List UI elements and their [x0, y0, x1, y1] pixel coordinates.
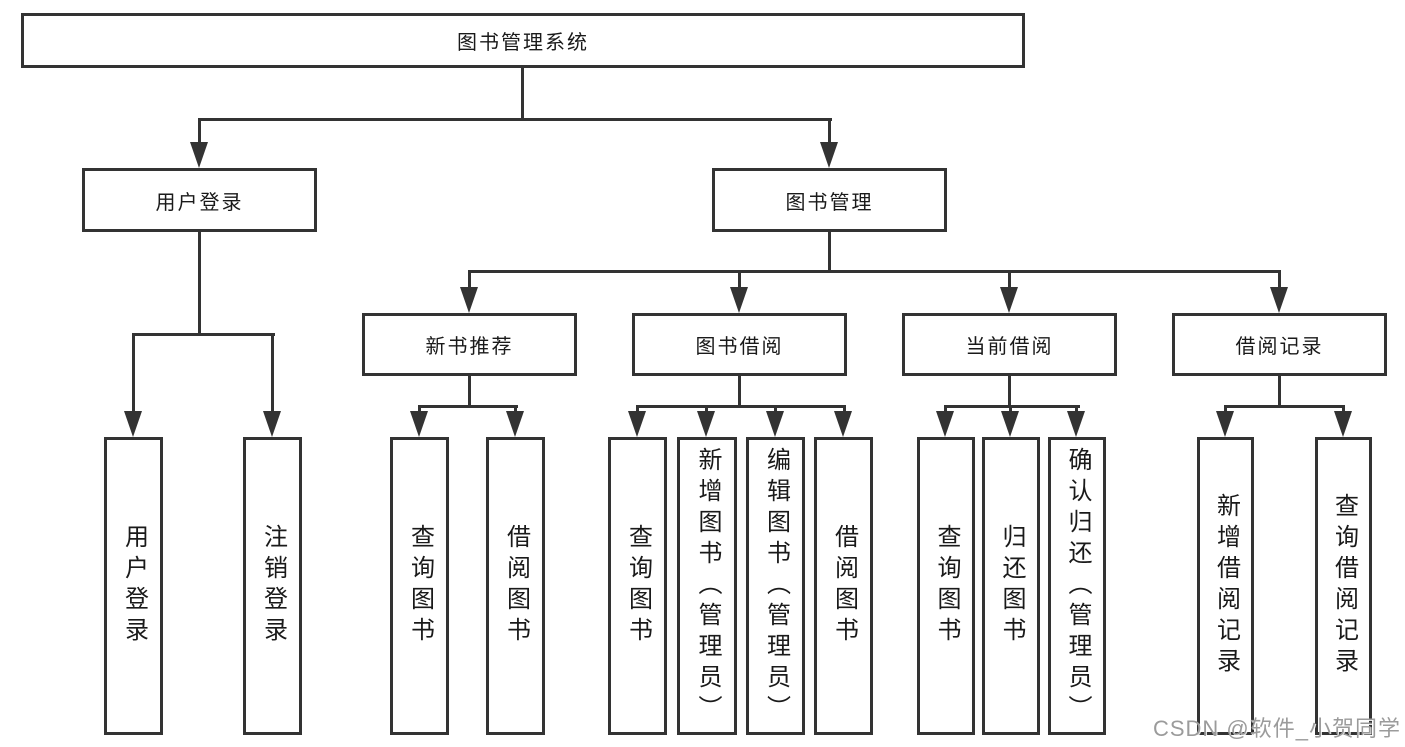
- edge-current-stem: [1008, 375, 1011, 408]
- leaf-user-login: 用户登录: [104, 437, 163, 735]
- leaf-label: 用户登录: [120, 524, 148, 648]
- edge-recommend-stem: [468, 375, 471, 408]
- leaf-query-borrow-record: 查询借阅记录: [1315, 437, 1372, 735]
- edge-drop-user-login: [198, 118, 201, 146]
- edge-drop-leaf: [1224, 405, 1227, 415]
- node-label: 图书管理系统: [457, 32, 589, 54]
- node-label: 借阅记录: [1235, 336, 1324, 358]
- leaf-label: 归还图书: [998, 524, 1025, 648]
- node-label: 当前借阅: [965, 336, 1054, 358]
- leaf-return-book: 归还图书: [982, 437, 1040, 735]
- arrowhead-icon: [1270, 287, 1288, 313]
- arrowhead-icon: [506, 411, 524, 437]
- leaf-label: 借阅图书: [830, 524, 858, 648]
- edge-root-rail: [198, 118, 832, 121]
- arrowhead-icon: [1000, 287, 1018, 313]
- leaf-label: 查询图书: [406, 524, 434, 648]
- arrowhead-icon: [460, 287, 478, 313]
- leaf-query-book-3: 查询图书: [917, 437, 975, 735]
- edge-login-rail: [132, 333, 275, 336]
- edge-drop-leaf: [271, 333, 274, 413]
- edge-mgmt-stem: [828, 231, 831, 273]
- edge-drop-l3: [1278, 270, 1281, 290]
- edge-drop-leaf: [636, 405, 639, 415]
- edge-drop-leaf: [514, 405, 517, 415]
- arrowhead-icon: [1001, 411, 1019, 437]
- edge-records-stem: [1278, 375, 1281, 408]
- arrowhead-icon: [697, 411, 715, 437]
- node-book-borrow: 图书借阅: [632, 313, 847, 376]
- leaf-label: 确认归还（管理员）: [1064, 446, 1091, 726]
- node-label: 图书管理: [785, 191, 874, 214]
- leaf-edit-book-admin: 编辑图书（管理员）: [746, 437, 805, 735]
- leaf-borrow-book-1: 借阅图书: [486, 437, 545, 735]
- leaf-query-book-2: 查询图书: [608, 437, 667, 735]
- arrowhead-icon: [1067, 411, 1085, 437]
- edge-borrow-stem: [738, 375, 741, 408]
- node-borrow-records: 借阅记录: [1172, 313, 1387, 376]
- leaf-label: 查询借阅记录: [1330, 493, 1358, 679]
- leaf-label: 查询图书: [933, 524, 960, 648]
- edge-mgmt-rail: [468, 270, 1281, 273]
- arrowhead-icon: [628, 411, 646, 437]
- arrowhead-icon: [1334, 411, 1352, 437]
- node-label: 图书借阅: [695, 336, 784, 358]
- leaf-label: 新增图书（管理员）: [694, 446, 721, 726]
- edge-borrow-rail: [636, 405, 846, 408]
- node-user-login: 用户登录: [82, 168, 317, 232]
- edge-drop-leaf: [843, 405, 846, 415]
- node-label: 新书推荐: [425, 336, 514, 358]
- leaf-label: 借阅图书: [502, 524, 530, 648]
- edge-drop-leaf: [132, 333, 135, 413]
- leaf-label: 编辑图书（管理员）: [762, 446, 790, 726]
- node-new-book-recommend: 新书推荐: [362, 313, 577, 376]
- leaf-label: 新增借阅记录: [1212, 493, 1240, 679]
- edge-drop-leaf: [705, 405, 708, 415]
- arrowhead-icon: [834, 411, 852, 437]
- edge-drop-l3: [1008, 270, 1011, 290]
- arrowhead-icon: [263, 411, 281, 437]
- edge-drop-leaf: [944, 405, 947, 415]
- leaf-label: 查询图书: [624, 524, 652, 648]
- node-root: 图书管理系统: [21, 13, 1025, 68]
- edge-drop-leaf: [418, 405, 421, 415]
- node-label: 用户登录: [155, 191, 244, 214]
- leaf-label: 注销登录: [259, 524, 287, 648]
- edge-drop-leaf: [1009, 405, 1012, 415]
- edge-root-stem: [521, 67, 524, 120]
- edge-login-stem: [198, 231, 201, 336]
- node-current-borrow: 当前借阅: [902, 313, 1117, 376]
- edge-current-rail: [944, 405, 1080, 408]
- edge-recommend-rail: [418, 405, 518, 408]
- arrowhead-icon: [730, 287, 748, 313]
- leaf-borrow-book-2: 借阅图书: [814, 437, 873, 735]
- edge-drop-book-management: [828, 118, 831, 146]
- edge-drop-l3: [738, 270, 741, 290]
- edge-drop-l3: [468, 270, 471, 290]
- node-book-management: 图书管理: [712, 168, 947, 232]
- arrowhead-icon: [936, 411, 954, 437]
- arrowhead-icon: [820, 142, 838, 168]
- edge-drop-leaf: [1075, 405, 1078, 415]
- arrowhead-icon: [766, 411, 784, 437]
- leaf-add-book-admin: 新增图书（管理员）: [677, 437, 737, 735]
- leaf-confirm-return-admin: 确认归还（管理员）: [1048, 437, 1106, 735]
- leaf-query-book-1: 查询图书: [390, 437, 449, 735]
- edge-drop-leaf: [774, 405, 777, 415]
- watermark: CSDN @软件_小贺同学: [1152, 716, 1401, 741]
- arrowhead-icon: [410, 411, 428, 437]
- leaf-logout: 注销登录: [243, 437, 302, 735]
- arrowhead-icon: [1216, 411, 1234, 437]
- edge-drop-leaf: [1342, 405, 1345, 415]
- edge-records-rail: [1224, 405, 1345, 408]
- leaf-add-borrow-record: 新增借阅记录: [1197, 437, 1254, 735]
- arrowhead-icon: [124, 411, 142, 437]
- arrowhead-icon: [190, 142, 208, 168]
